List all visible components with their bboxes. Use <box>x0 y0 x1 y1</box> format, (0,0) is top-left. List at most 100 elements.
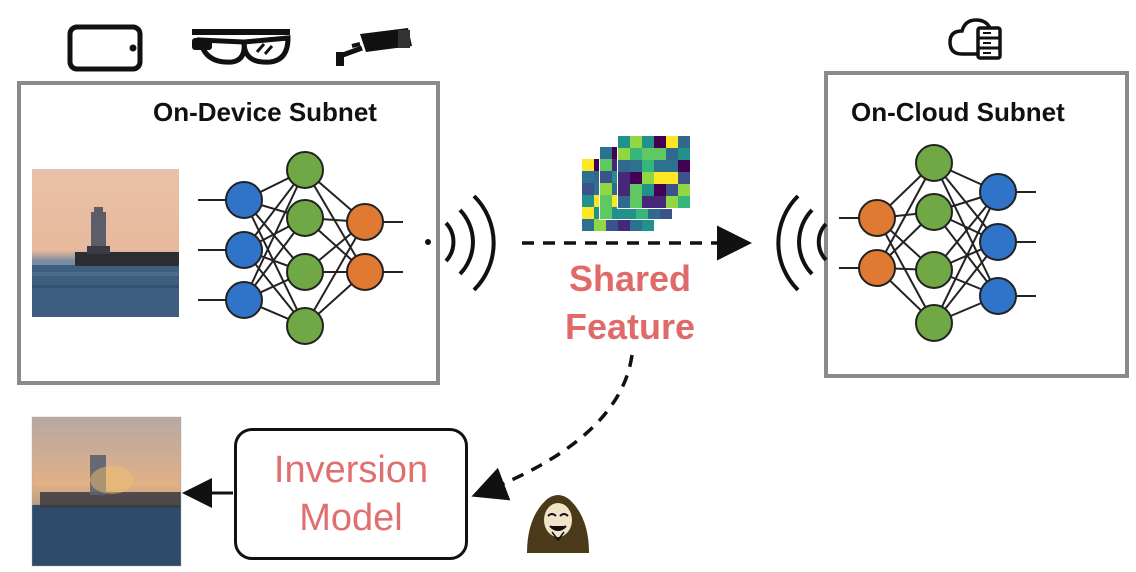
feature-map-cell <box>642 196 654 208</box>
network-node <box>346 253 384 291</box>
feature-map-cell <box>630 136 642 148</box>
feature-map-cell <box>582 171 594 183</box>
feature-map-cell <box>618 148 630 160</box>
hacker-icon <box>527 495 589 553</box>
network-node <box>915 304 953 342</box>
cloud-server-icon <box>948 18 1002 60</box>
network-node <box>346 203 384 241</box>
network-node <box>286 253 324 291</box>
inversion-model-box: Inversion Model <box>234 428 468 560</box>
shared-feature-label: Shared Feature <box>530 255 730 351</box>
feature-map-cell <box>618 184 630 196</box>
feature-map-cell <box>630 160 642 172</box>
feature-map-cell <box>618 219 630 231</box>
feature-map-cell <box>642 160 654 172</box>
feature-map-cell <box>636 207 648 219</box>
network-node <box>915 251 953 289</box>
feature-map-cell <box>678 172 690 184</box>
feature-map-cell <box>630 219 642 231</box>
feature-map-cell <box>678 184 690 196</box>
network-edge <box>304 221 366 327</box>
feature-map-cell <box>600 183 612 195</box>
network-edge <box>243 199 306 327</box>
feature-map-cell <box>630 148 642 160</box>
reconstructed-image <box>31 416 182 567</box>
network-node <box>858 199 896 237</box>
feature-map-cell <box>666 172 678 184</box>
device-neural-network <box>198 151 403 345</box>
feature-map-cell <box>642 184 654 196</box>
smartphone-icon <box>67 24 143 72</box>
wireless-signal-icon <box>776 194 828 292</box>
feature-map-cell <box>600 207 612 219</box>
feature-map-cell <box>618 196 630 208</box>
feature-map-cell <box>654 160 666 172</box>
input-lighthouse-image <box>32 169 179 317</box>
feature-map-cell <box>600 195 612 207</box>
feature-map-cell <box>648 207 660 219</box>
network-node <box>858 249 896 287</box>
feature-map-cell <box>618 160 630 172</box>
feature-map-cell <box>678 136 690 148</box>
network-node <box>979 223 1017 261</box>
wireless-signal-icon <box>425 194 496 292</box>
feature-map-cell <box>618 172 630 184</box>
inversion-model-line2: Model <box>299 497 403 539</box>
feature-map-cell <box>594 219 606 231</box>
feature-map-cell <box>666 148 678 160</box>
network-node <box>979 173 1017 211</box>
network-node <box>286 307 324 345</box>
feature-map-cell <box>582 195 594 207</box>
feature-map-cell <box>624 207 636 219</box>
feature-map-cell <box>666 184 678 196</box>
shared-feature-line1: Shared <box>568 258 692 299</box>
network-node <box>915 193 953 231</box>
feature-map-cell <box>666 196 678 208</box>
feature-map-cell <box>582 219 594 231</box>
cloud-neural-network <box>839 144 1036 342</box>
network-node <box>225 281 263 319</box>
feature-map-cell <box>630 172 642 184</box>
feature-map-cell <box>654 172 666 184</box>
feature-map-cell <box>600 147 612 159</box>
feature-map-cell <box>630 184 642 196</box>
network-node <box>979 277 1017 315</box>
feature-map-cell <box>630 196 642 208</box>
smart-glasses-icon <box>192 29 291 65</box>
network-edge <box>243 169 306 301</box>
shared-feature-line2: Feature <box>564 306 696 347</box>
feature-map-cell <box>600 159 612 171</box>
feature-map-cell <box>654 196 666 208</box>
on-cloud-title: On-Cloud Subnet <box>851 97 1065 127</box>
feature-map-cell <box>678 196 690 208</box>
feature-map-cell <box>654 148 666 160</box>
network-node <box>225 231 263 269</box>
feature-map-cell <box>642 148 654 160</box>
security-camera-icon <box>336 28 412 66</box>
inversion-model-line1: Inversion <box>273 449 429 491</box>
feature-map-cell <box>642 136 654 148</box>
network-edge <box>933 191 999 324</box>
network-node <box>286 151 324 189</box>
feature-map-cell <box>582 183 594 195</box>
feature-map-icon <box>581 135 691 232</box>
intercept-arrow <box>471 354 634 501</box>
feature-map-cell <box>612 207 624 219</box>
network-node <box>915 144 953 182</box>
feature-map-cell <box>660 207 672 219</box>
feature-map-cell <box>642 219 654 231</box>
feature-map-cell <box>654 184 666 196</box>
network-node <box>225 181 263 219</box>
feature-map-cell <box>606 219 618 231</box>
feature-map-cell <box>642 172 654 184</box>
feature-map-cell <box>678 160 690 172</box>
feature-map-cell <box>678 148 690 160</box>
network-edge <box>876 162 935 269</box>
feature-map-cell <box>618 136 630 148</box>
feature-map-cell <box>666 136 678 148</box>
feature-map-cell <box>582 207 594 219</box>
feature-map-cell <box>654 136 666 148</box>
feature-map-cell <box>600 171 612 183</box>
network-edge <box>876 217 935 324</box>
